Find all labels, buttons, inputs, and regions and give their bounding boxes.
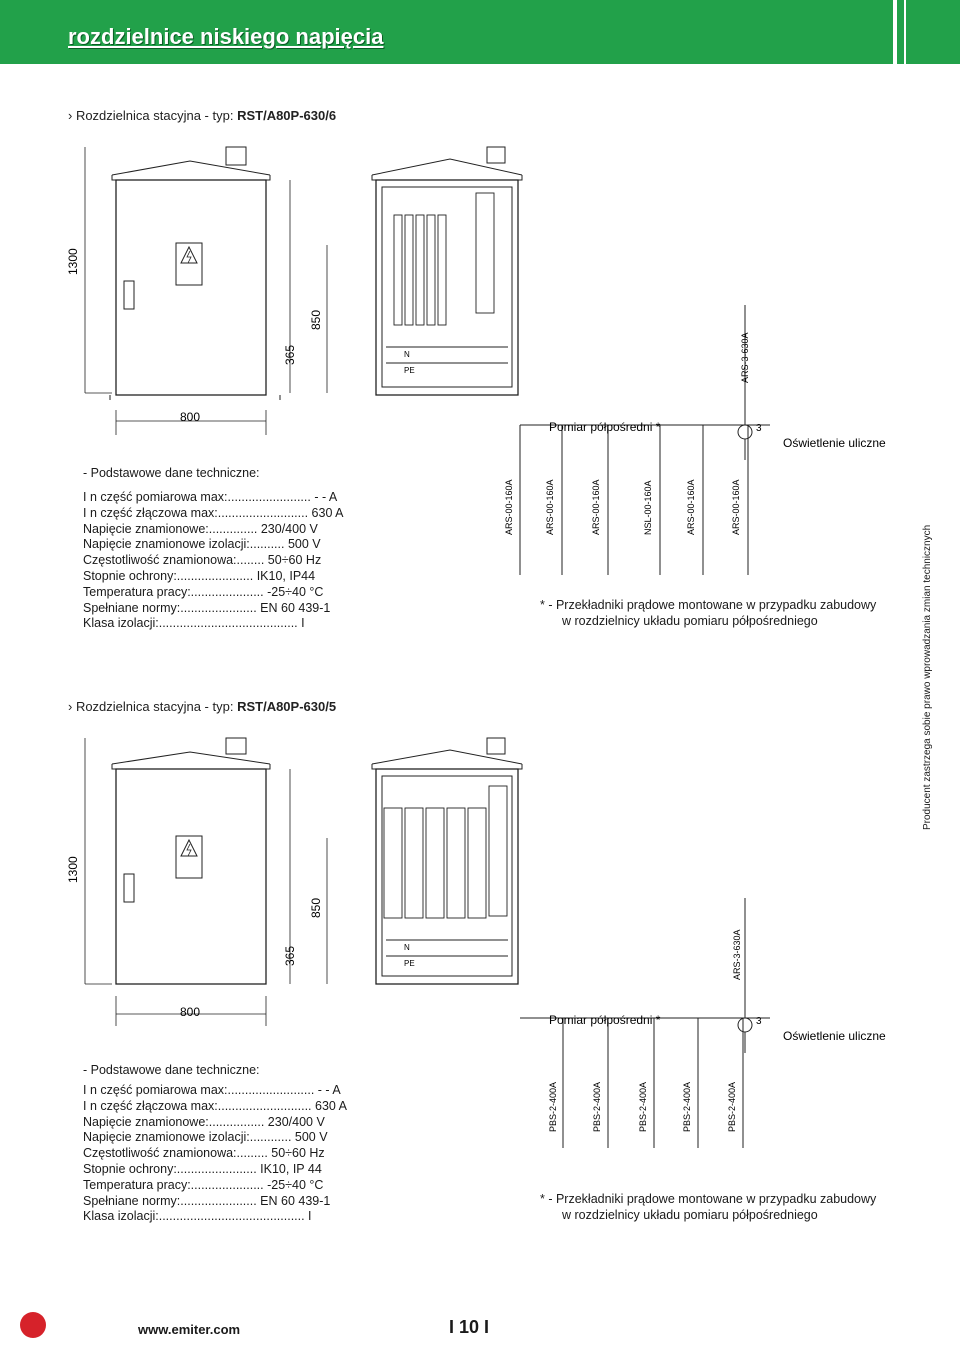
output-label: PBS-2-400A: [592, 1082, 602, 1132]
output-label: ARS-00-160A: [731, 479, 741, 535]
section1-drawings: 1300 800 365 850 N PE ARS-3-630A Pomia: [66, 146, 886, 575]
label-n: N: [404, 943, 410, 952]
header-divider: [897, 0, 904, 64]
section2-drawings: 1300 800 365 850 N PE ARS-3-630A Pomiar …: [66, 737, 886, 1148]
label-oswietlenie: Oświetlenie uliczne: [783, 436, 886, 450]
dim-height: 1300: [66, 856, 80, 883]
spec-row: I n część pomiarowa max:................…: [83, 1083, 341, 1097]
output-label: PBS-2-400A: [638, 1082, 648, 1132]
spec-row: Częstotliwość znamionowa:......... 50÷60…: [83, 1146, 325, 1161]
label-pe: PE: [404, 959, 415, 968]
spec-row: I n część złączowa max:.................…: [83, 505, 344, 520]
side-disclaimer: Producent zastrzega sobie prawo wprowadz…: [922, 524, 933, 830]
label-pomiar: Pomiar półpośredni *: [549, 1013, 661, 1027]
spec-row: Częstotliwość znamionowa:........ 50÷60 …: [83, 553, 322, 568]
specs-list: I n część pomiarowa max:................…: [83, 1083, 347, 1225]
cabinet-interior-view: [371, 737, 523, 985]
dimension-lines: [84, 738, 328, 1026]
dim-inner-height: 850: [309, 310, 323, 330]
specs-heading: - Podstawowe dane techniczne:: [83, 466, 260, 480]
dim-width: 800: [180, 1005, 200, 1019]
output-label: ARS-00-160A: [686, 479, 696, 535]
output-label: PBS-2-400A: [682, 1082, 692, 1132]
header-accent: [906, 0, 960, 64]
spec-row: Spełniane normy:...................... E…: [83, 600, 331, 615]
specs-list: I n część pomiarowa max:................…: [83, 490, 344, 632]
output-label: ARS-00-160A: [545, 479, 555, 535]
label-pe: PE: [404, 366, 415, 375]
output-label: PBS-2-400A: [727, 1082, 737, 1132]
output-label: PBS-2-400A: [548, 1082, 558, 1132]
cabinet-front-view: [111, 737, 271, 985]
label-oswietlenie: Oświetlenie uliczne: [783, 1029, 886, 1043]
spec-row: Spełniane normy:...................... E…: [83, 1193, 331, 1208]
output-label: ARS-00-160A: [504, 479, 514, 535]
spec-row: Klasa izolacji:.........................…: [83, 616, 305, 631]
label-n: N: [404, 350, 410, 359]
spec-row: Napięcie znamionowe izolacji:...........…: [83, 1130, 328, 1145]
spec-row: Temperatura pracy:..................... …: [83, 584, 324, 599]
dim-bottom: 365: [283, 946, 297, 966]
dimension-lines: [84, 147, 328, 435]
dim-inner-height: 850: [309, 898, 323, 918]
output-label: NSL-00-160A: [643, 480, 653, 535]
section1-title: › Rozdzielnica stacyjna - typ: RST/A80P-…: [68, 108, 337, 123]
single-line-diagram: [520, 898, 770, 1148]
emiter-logo-icon: [20, 1312, 46, 1338]
footer-url[interactable]: www.emiter.com: [138, 1322, 241, 1337]
label-ars-main: ARS-3-630A: [740, 332, 750, 383]
spec-row: Napięcie znamionowe:.............. 230/4…: [83, 521, 318, 536]
spec-row: Klasa izolacji:.........................…: [83, 1209, 312, 1224]
spec-row: I n część złączowa max:.................…: [83, 1098, 347, 1113]
page-title: rozdzielnice niskiego napięcia: [68, 24, 384, 49]
spec-row: Stopnie ochrony:...................... I…: [83, 568, 316, 583]
label-three: 3: [756, 1016, 762, 1027]
header-bar: [0, 0, 893, 64]
dim-width: 800: [180, 410, 200, 424]
section2-title: › Rozdzielnica stacyjna - typ: RST/A80P-…: [68, 699, 337, 714]
spec-row: I n część pomiarowa max:................…: [83, 490, 338, 504]
output-label: ARS-00-160A: [591, 479, 601, 535]
label-pomiar: Pomiar półpośredni *: [549, 420, 661, 434]
spec-row: Stopnie ochrony:....................... …: [83, 1161, 322, 1176]
note: * - Przekładniki prądowe montowane w prz…: [540, 598, 877, 628]
single-line-diagram: [519, 305, 770, 575]
cabinet-front-view: [109, 146, 281, 400]
dim-height: 1300: [66, 248, 80, 275]
cabinet-interior-view: [371, 146, 523, 396]
spec-row: Napięcie znamionowe izolacji:.......... …: [83, 537, 321, 552]
spec-row: Temperatura pracy:..................... …: [83, 1177, 324, 1192]
specs-heading: - Podstawowe dane techniczne:: [83, 1063, 260, 1077]
spec-row: Napięcie znamionowe:................ 230…: [83, 1114, 325, 1129]
label-three: 3: [756, 423, 762, 434]
dim-bottom: 365: [283, 345, 297, 365]
label-ars-main: ARS-3-630A: [732, 929, 742, 980]
page-number: I 10 I: [449, 1317, 490, 1337]
note: * - Przekładniki prądowe montowane w prz…: [540, 1192, 877, 1222]
